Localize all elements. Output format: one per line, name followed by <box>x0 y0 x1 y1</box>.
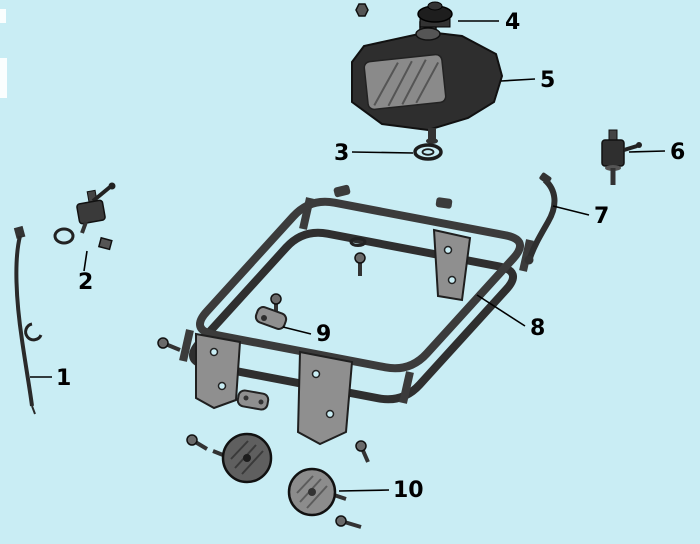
rubber-mount-lower <box>287 467 347 517</box>
leader-line-5 <box>500 78 536 82</box>
frame-tab-right <box>435 197 453 209</box>
part-label-5: 5 <box>540 68 555 93</box>
leader-line-7 <box>552 205 590 216</box>
part-label-2: 2 <box>78 270 93 295</box>
bolts <box>157 293 370 529</box>
tank-side-panel <box>363 53 447 111</box>
tap-body <box>76 199 106 225</box>
tank-outlet-stub <box>428 128 436 140</box>
fuel-tap-assembly <box>53 182 116 251</box>
part-label-8: 8 <box>530 316 545 341</box>
frame-front-rail <box>196 197 524 373</box>
rubber-link <box>236 389 270 411</box>
part-labels: 1 2 3 4 5 6 7 8 9 10 <box>56 10 685 503</box>
part-label-1: 1 <box>56 366 71 391</box>
valve-lever-knob <box>636 142 642 148</box>
fuel-line-cable <box>13 225 43 415</box>
rubber-mounts <box>212 432 347 517</box>
tank-outlet-tip <box>426 138 438 144</box>
cable-tip <box>31 405 36 415</box>
leader-lines <box>30 20 666 492</box>
scan-artifacts <box>0 9 7 98</box>
frame-tab-left <box>333 184 351 198</box>
rubber-link-hole <box>243 395 249 401</box>
tap-washer <box>53 227 75 245</box>
cable-clip <box>24 322 43 342</box>
tap-nut <box>97 236 113 251</box>
pivot-bracket <box>254 306 288 330</box>
part-label-7: 7 <box>594 204 609 229</box>
rubber-mount-upper <box>212 432 273 484</box>
carry-frame <box>179 184 534 446</box>
cap-knob <box>427 1 443 11</box>
washer-small <box>349 237 367 247</box>
fuel-hose <box>524 172 558 265</box>
leader-line-6 <box>628 150 666 153</box>
frame-corner-stubs <box>179 197 534 404</box>
hose-fitting-bottom <box>524 255 534 265</box>
part-label-4: 4 <box>505 10 520 35</box>
tap-lever <box>91 185 112 203</box>
mount-plate-left <box>195 332 242 410</box>
fuel-cap <box>417 1 453 28</box>
hex-nut <box>355 3 369 17</box>
leader-line-9 <box>282 326 312 335</box>
mount-plate-right <box>432 228 472 302</box>
part-label-10: 10 <box>393 478 424 503</box>
filler-opening <box>415 27 441 41</box>
hose-fitting-top <box>539 172 552 184</box>
rubber-link-hole <box>258 399 264 405</box>
valve-body <box>601 139 625 167</box>
mount-plate-center <box>296 350 354 446</box>
part-label-9: 9 <box>316 322 331 347</box>
leader-line-3 <box>351 151 414 154</box>
tap-stem-bottom <box>80 221 88 234</box>
tank-grommet <box>413 143 443 161</box>
bolt-head <box>354 252 366 264</box>
part-label-3: 3 <box>334 141 349 166</box>
frame-hardware <box>157 237 370 529</box>
valve-lever <box>623 144 638 152</box>
frame-mount-plates <box>195 228 472 446</box>
plate-holes <box>209 245 457 419</box>
leader-line-8 <box>476 294 526 327</box>
leader-line-2 <box>83 250 88 272</box>
part-label-6: 6 <box>670 140 685 165</box>
leader-line-10 <box>338 489 390 492</box>
fuel-valve <box>601 129 642 185</box>
fuel-tank <box>351 21 504 144</box>
cable-end-fitting <box>13 225 26 239</box>
tap-lever-knob <box>108 182 116 190</box>
